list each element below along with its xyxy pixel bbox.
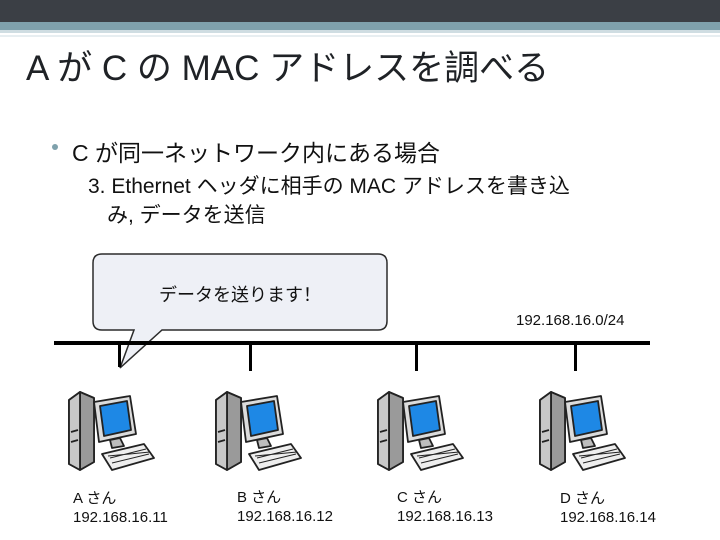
host-b-name: B さん xyxy=(237,489,282,506)
desktop-computer-icon xyxy=(66,390,158,475)
host-d-name: D さん xyxy=(560,490,606,507)
step-text: 3. Ethernet ヘッダに相手の MAC アドレスを書き込 み, データを… xyxy=(88,172,688,230)
desktop-computer-icon xyxy=(213,390,305,475)
callout-text: データを送ります！ xyxy=(159,285,321,305)
desktop-computer-icon xyxy=(375,390,467,475)
step-line-1: 3. Ethernet ヘッダに相手の MAC アドレスを書き込 xyxy=(88,175,570,198)
header-bar xyxy=(0,0,720,22)
host-c-name: C さん xyxy=(397,489,443,506)
host-d-ip: 192.168.16.14 xyxy=(560,509,656,526)
bullet-item: C が同一ネットワーク内にある場合 xyxy=(52,134,440,168)
host-d-drop-line xyxy=(574,345,577,371)
step-line-2: み, データを送信 xyxy=(107,204,266,227)
host-a-name: A さん xyxy=(73,490,117,507)
header-accent-stripe xyxy=(0,22,720,30)
slide-title: A が C の MAC アドレスを調べる xyxy=(26,49,550,88)
bullet-text: C が同一ネットワーク内にある場合 xyxy=(72,140,440,166)
header-accent-stripe-faint xyxy=(0,35,720,37)
subnet-label: 192.168.16.0/24 xyxy=(516,312,625,329)
header-accent-stripe-light xyxy=(0,30,720,33)
network-bus-line xyxy=(54,341,650,345)
host-a-drop-line xyxy=(118,345,121,367)
host-b-ip: 192.168.16.12 xyxy=(237,508,333,525)
host-b-drop-line xyxy=(249,345,252,371)
host-c-ip: 192.168.16.13 xyxy=(397,508,493,525)
speech-callout: データを送ります！ xyxy=(92,253,388,369)
bullet-dot xyxy=(52,144,58,150)
speech-bubble-shape xyxy=(92,253,388,369)
desktop-computer-icon xyxy=(537,390,629,475)
host-a-ip: 192.168.16.11 xyxy=(73,509,168,526)
host-c-drop-line xyxy=(415,345,418,371)
